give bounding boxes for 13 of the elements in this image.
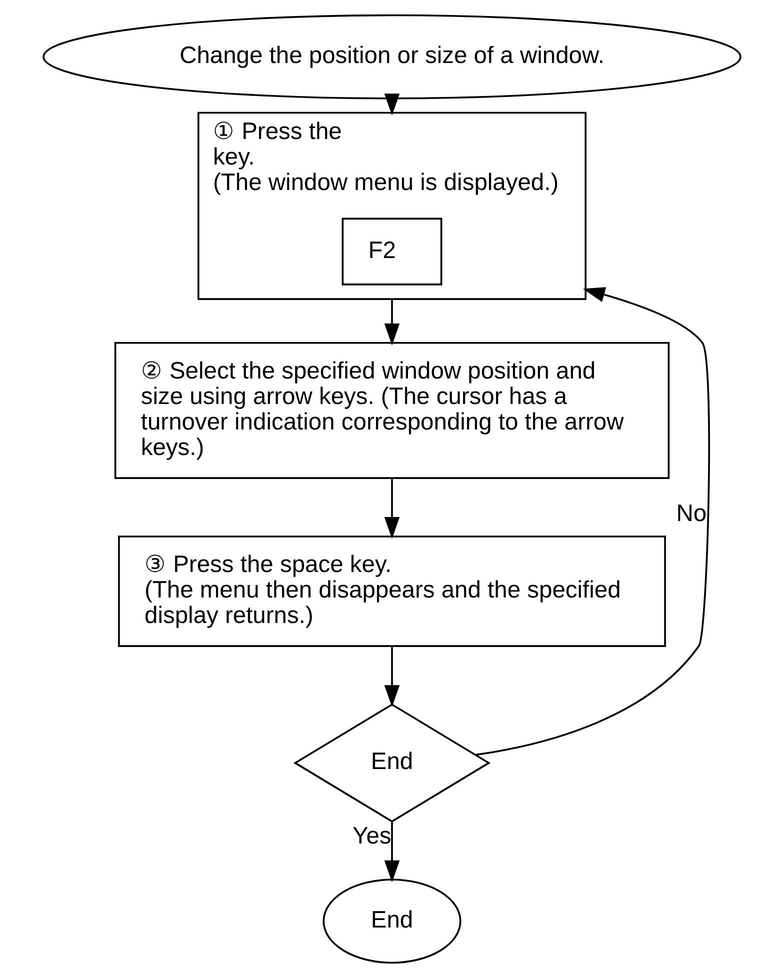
arrow <box>384 821 400 882</box>
node-box: ② Select the specified window position and size using arrow keys. (The cursor has a turnover indication corresponding to the arrow keys.) <box>114 342 670 479</box>
arrow <box>384 94 400 116</box>
arrow <box>475 287 710 756</box>
node-box: ③ Press the space key. (The menu then disappears and the specified display returns.) <box>118 536 666 647</box>
node-ellipse: End <box>322 878 461 964</box>
node-diamond: End <box>292 703 490 822</box>
arrow <box>384 299 400 346</box>
arrow <box>384 478 400 539</box>
arrow <box>384 646 400 708</box>
edge-label: No <box>676 501 706 528</box>
edge-label: Yes <box>352 824 391 850</box>
node-box: F2 <box>341 218 442 286</box>
